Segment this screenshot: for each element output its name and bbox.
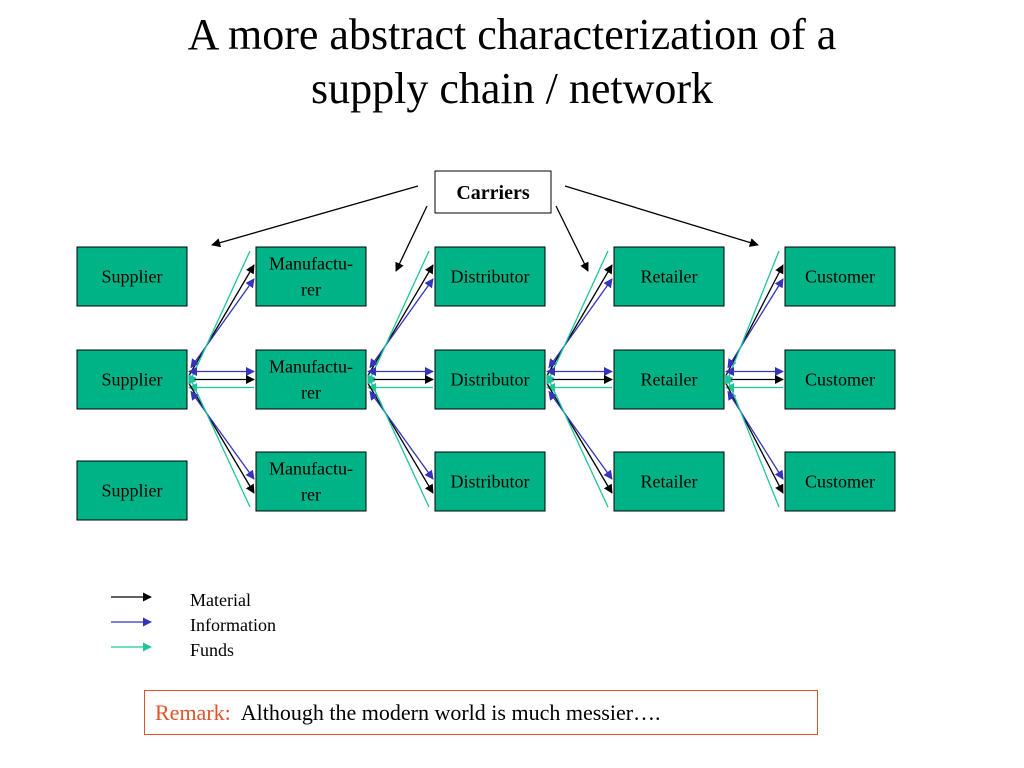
funds-arrow (546, 374, 609, 508)
carrier-arrows (211, 185, 759, 272)
funds-arrow (546, 250, 609, 385)
legend-item-information: Information (111, 615, 276, 635)
funds-arrow (188, 250, 251, 385)
supplier-label: Supplier (102, 370, 163, 390)
carriers-box: Carriers (434, 170, 552, 214)
funds-arrow (188, 374, 251, 508)
remark-text: Although the modern world is much messie… (240, 700, 661, 725)
manufactu-box-3: Manufactu-rer (255, 451, 367, 512)
customer-box-2: Customer (784, 349, 896, 410)
material-arrow (725, 383, 784, 494)
material-arrow (725, 264, 784, 376)
retailer-label: Retailer (641, 370, 698, 390)
funds-arrow (367, 374, 430, 508)
carrier-arrow (395, 205, 428, 272)
material-arrow (188, 264, 255, 376)
material-arrow (546, 264, 613, 376)
distributor-box-1: Distributor (434, 246, 546, 307)
information-arrow (548, 278, 613, 369)
manufactu-label: rer (301, 280, 321, 300)
information-arrow (190, 278, 255, 369)
information-arrow (369, 278, 434, 369)
manufactu-box-2: Manufactu-rer (255, 349, 367, 410)
material-arrow (188, 383, 255, 494)
manufactu-label: Manufactu- (269, 254, 353, 274)
material-arrow (367, 264, 434, 376)
distributor-label: Distributor (451, 267, 530, 287)
supplier-box-1: Supplier (76, 246, 188, 307)
legend-item-material: Material (111, 590, 251, 610)
customer-label: Customer (805, 472, 875, 492)
funds-arrow (724, 250, 780, 385)
legend-label: Information (190, 615, 276, 635)
supplier-box-3: Supplier (76, 460, 188, 521)
remark-box: Remark: Although the modern world is much… (144, 690, 818, 735)
carrier-arrow (211, 185, 419, 248)
customer-box-3: Customer (784, 451, 896, 512)
carriers-label: Carriers (456, 182, 530, 204)
remark-label: Remark: (155, 700, 231, 725)
funds-arrow (367, 250, 430, 385)
information-arrow (727, 278, 784, 369)
information-arrow (548, 390, 613, 480)
customer-label: Customer (805, 370, 875, 390)
legend-label: Funds (190, 640, 234, 660)
title-line-1: A more abstract characterization of a (187, 10, 837, 59)
nodes: SupplierSupplierSupplierManufactu-rerMan… (76, 170, 896, 521)
customer-box-1: Customer (784, 246, 896, 307)
supplier-box-2: Supplier (76, 349, 188, 410)
retailer-label: Retailer (641, 267, 698, 287)
information-arrow (190, 390, 255, 480)
retailer-box-3: Retailer (613, 451, 725, 512)
supplier-label: Supplier (102, 267, 163, 287)
legend-item-funds: Funds (111, 640, 234, 660)
retailer-box-1: Retailer (613, 246, 725, 307)
manufactu-box-1: Manufactu-rer (255, 246, 367, 307)
funds-arrow (724, 374, 780, 508)
distributor-box-2: Distributor (434, 349, 546, 410)
distributor-label: Distributor (451, 472, 530, 492)
carrier-arrow (564, 185, 759, 247)
material-arrow (546, 383, 613, 494)
legend-label: Material (190, 590, 251, 610)
information-arrow (727, 390, 784, 480)
retailer-label: Retailer (641, 472, 698, 492)
retailer-box-2: Retailer (613, 349, 725, 410)
supplier-label: Supplier (102, 481, 163, 501)
material-arrow (367, 383, 434, 494)
title-line-2: supply chain / network (310, 64, 714, 113)
distributor-box-3: Distributor (434, 451, 546, 512)
manufactu-label: rer (301, 485, 321, 505)
manufactu-label: rer (301, 383, 321, 403)
manufactu-label: Manufactu- (269, 459, 353, 479)
manufactu-label: Manufactu- (269, 357, 353, 377)
carrier-arrow (555, 205, 589, 272)
information-arrow (369, 390, 434, 480)
customer-label: Customer (805, 267, 875, 287)
flow-arrows (188, 250, 784, 508)
distributor-label: Distributor (451, 370, 530, 390)
slide-title: A more abstract characterization of a su… (62, 8, 962, 116)
